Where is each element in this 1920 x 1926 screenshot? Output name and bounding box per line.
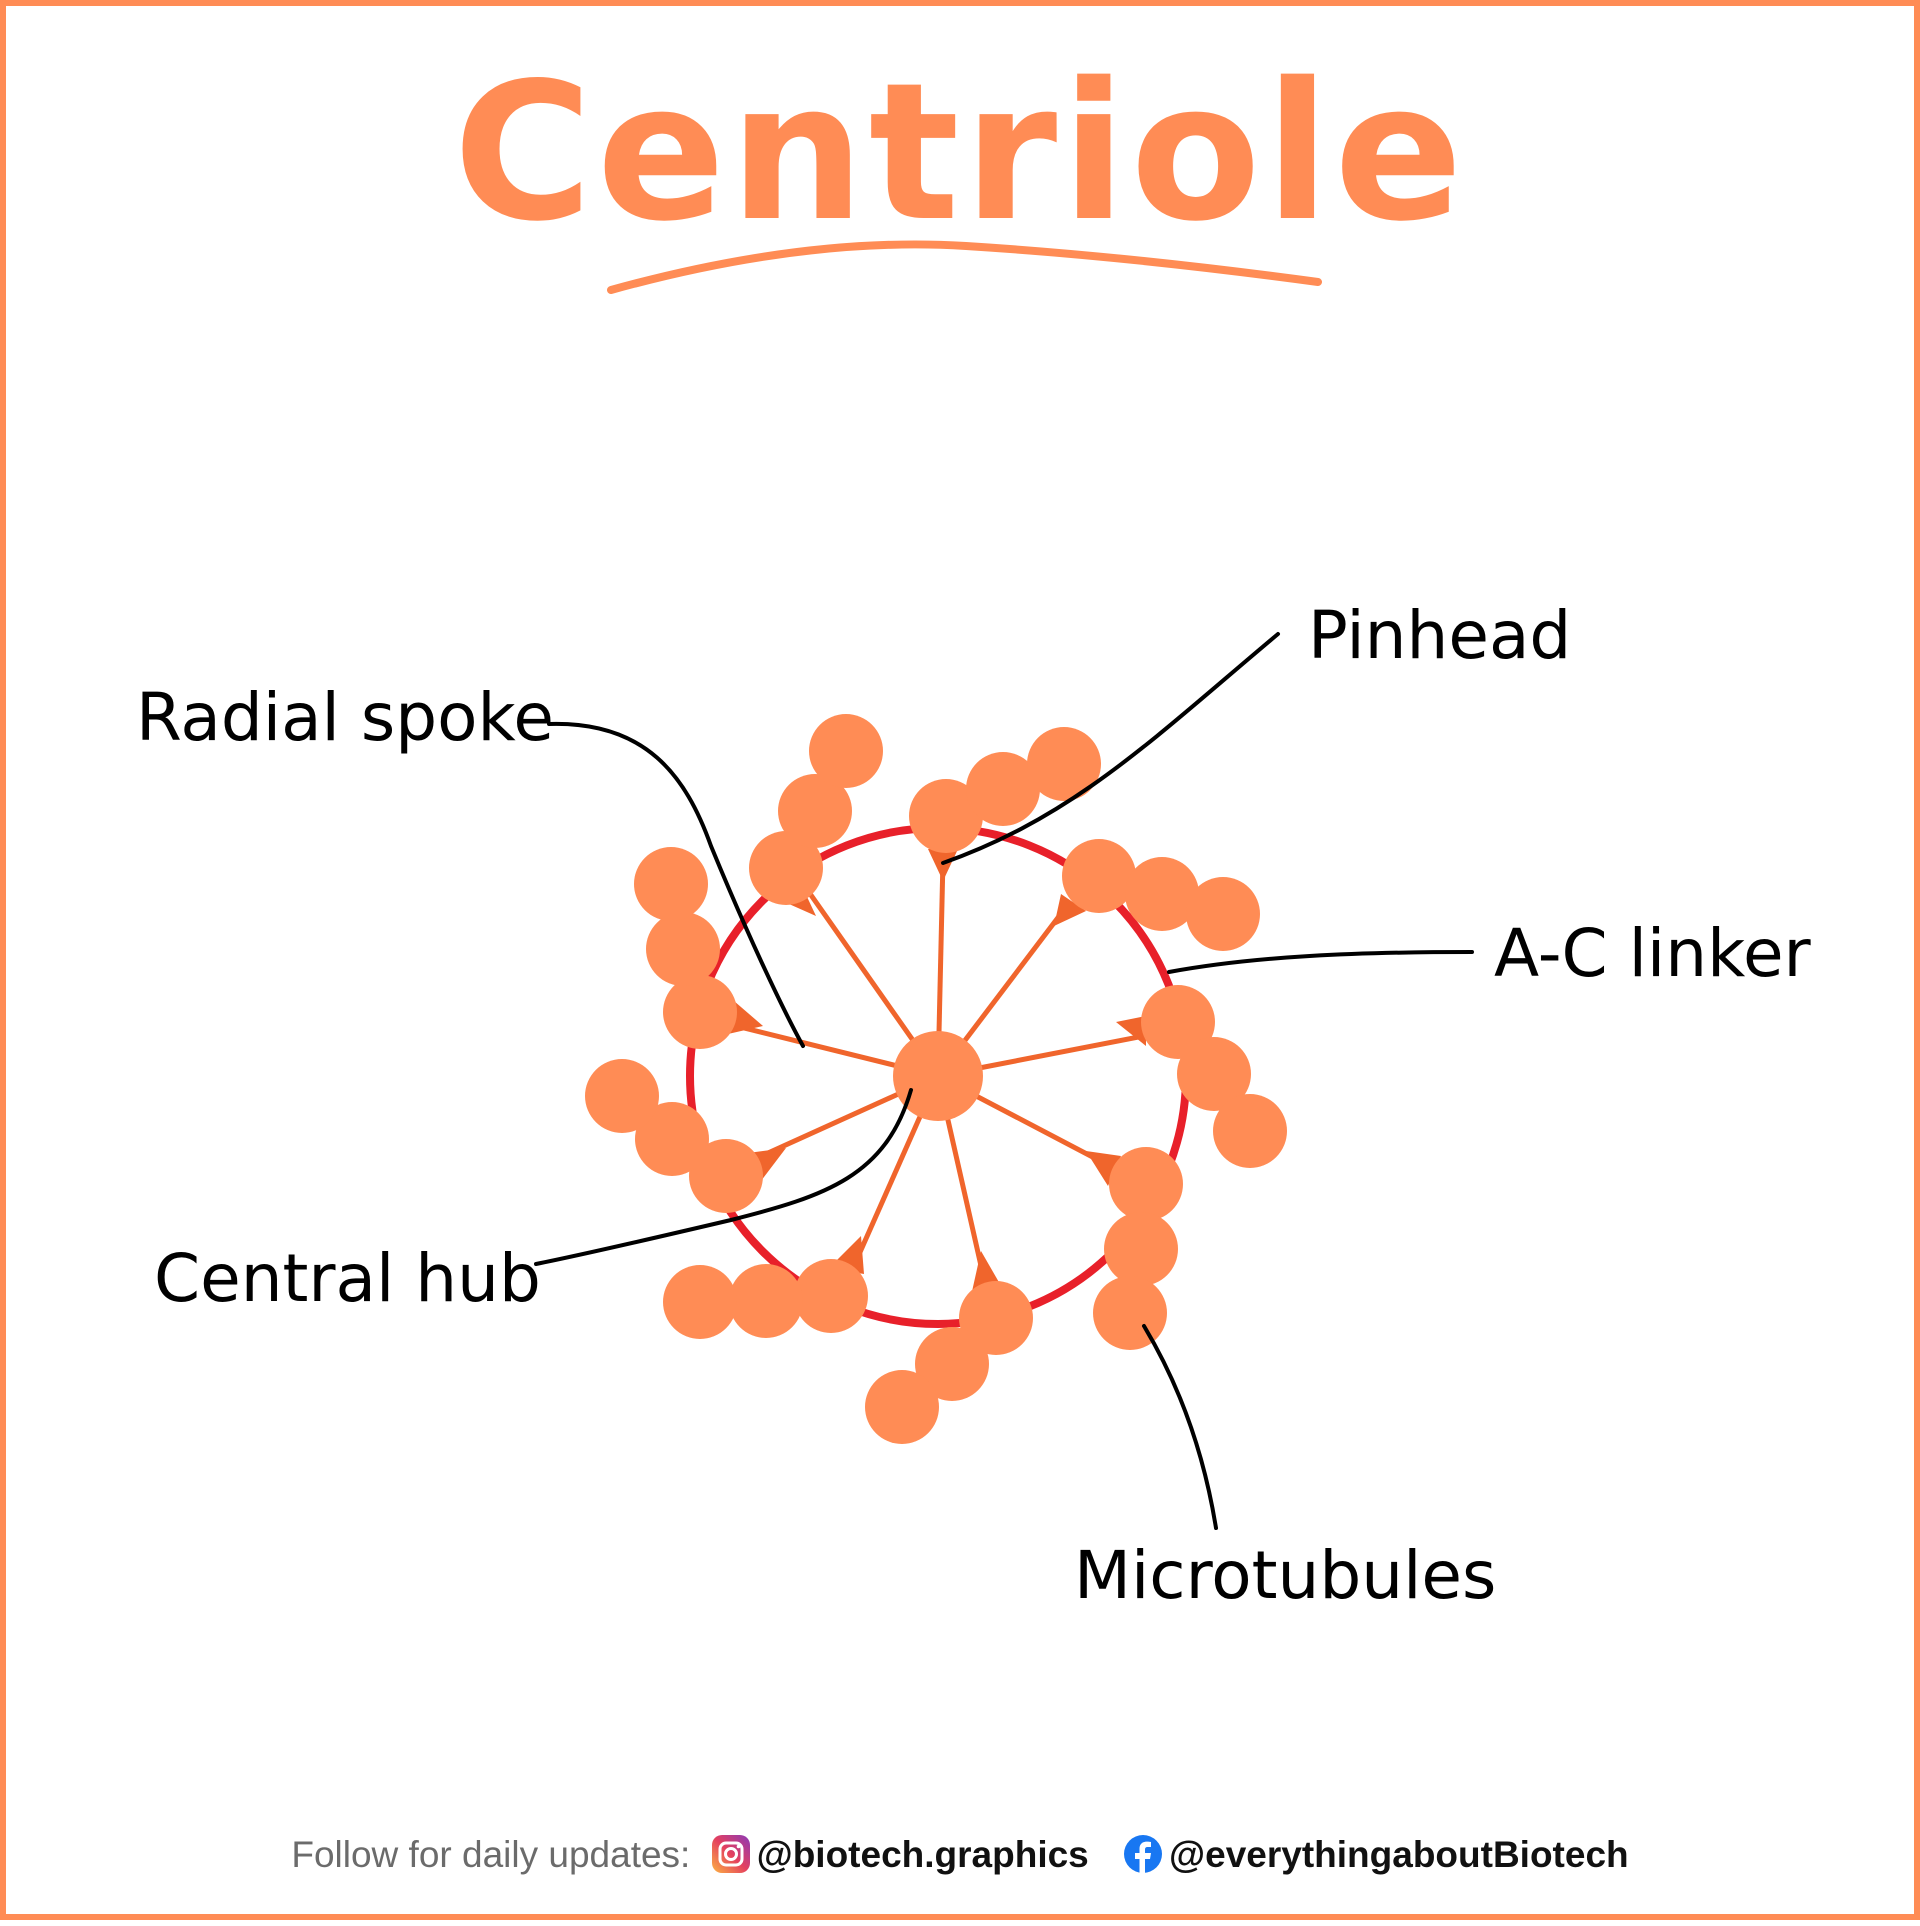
label-microtubules: Microtubules bbox=[1074, 1537, 1496, 1614]
label-radial-spoke: Radial spoke bbox=[136, 679, 554, 756]
leader-lines bbox=[534, 632, 1474, 1530]
ac-linker-leader bbox=[1167, 950, 1474, 974]
radial-spoke-leader bbox=[547, 721, 805, 1048]
microtubule bbox=[585, 1059, 659, 1133]
microtubule bbox=[778, 774, 852, 848]
microtubule bbox=[689, 1139, 763, 1213]
microtubule bbox=[1062, 839, 1136, 913]
microtubule bbox=[966, 752, 1040, 826]
central-hub-leader bbox=[534, 1088, 913, 1266]
microtubule bbox=[634, 847, 708, 921]
microtubule bbox=[1141, 985, 1215, 1059]
microtubule bbox=[1177, 1037, 1251, 1111]
microtubules-leader bbox=[1142, 1324, 1218, 1530]
instagram-handle[interactable]: @biotech.graphics bbox=[756, 1834, 1089, 1875]
pinhead bbox=[1116, 1016, 1146, 1046]
microtubule bbox=[663, 1265, 737, 1339]
microtubule bbox=[865, 1370, 939, 1444]
facebook-handle[interactable]: @everythingaboutBiotech bbox=[1169, 1834, 1629, 1875]
microtubule bbox=[1104, 1212, 1178, 1286]
microtubule bbox=[646, 912, 720, 986]
title-underline bbox=[607, 240, 1322, 294]
microtubule bbox=[1213, 1094, 1287, 1168]
microtubule bbox=[1027, 727, 1101, 801]
centriole-diagram: Radial spoke Pinhead A-C linker Central … bbox=[136, 240, 1812, 1614]
microtubule bbox=[959, 1281, 1033, 1355]
microtubule bbox=[663, 975, 737, 1049]
label-ac-linker: A-C linker bbox=[1494, 915, 1812, 992]
pinhead bbox=[1054, 894, 1086, 926]
label-central-hub: Central hub bbox=[154, 1240, 541, 1317]
central-hub bbox=[893, 1031, 983, 1121]
microtubule bbox=[729, 1264, 803, 1338]
pinhead bbox=[1086, 1151, 1121, 1186]
microtubule bbox=[1093, 1276, 1167, 1350]
microtubule bbox=[794, 1259, 868, 1333]
facebook-icon[interactable] bbox=[1123, 1834, 1163, 1874]
pinhead-leader bbox=[941, 632, 1280, 865]
page-title: Centriole bbox=[453, 42, 1467, 263]
instagram-icon[interactable] bbox=[711, 1834, 751, 1874]
microtubule bbox=[635, 1102, 709, 1176]
microtubule bbox=[1125, 857, 1199, 931]
microtubule-triplets bbox=[585, 714, 1287, 1444]
microtubule bbox=[1109, 1147, 1183, 1221]
microtubule bbox=[749, 831, 823, 905]
microtubule bbox=[915, 1327, 989, 1401]
footer-lead: Follow for daily updates: bbox=[291, 1834, 691, 1875]
microtubule bbox=[909, 779, 983, 853]
microtubule bbox=[809, 714, 883, 788]
footer: Follow for daily updates: @biotech.graph… bbox=[6, 1834, 1914, 1876]
label-pinhead: Pinhead bbox=[1308, 597, 1571, 674]
microtubule bbox=[1186, 877, 1260, 951]
